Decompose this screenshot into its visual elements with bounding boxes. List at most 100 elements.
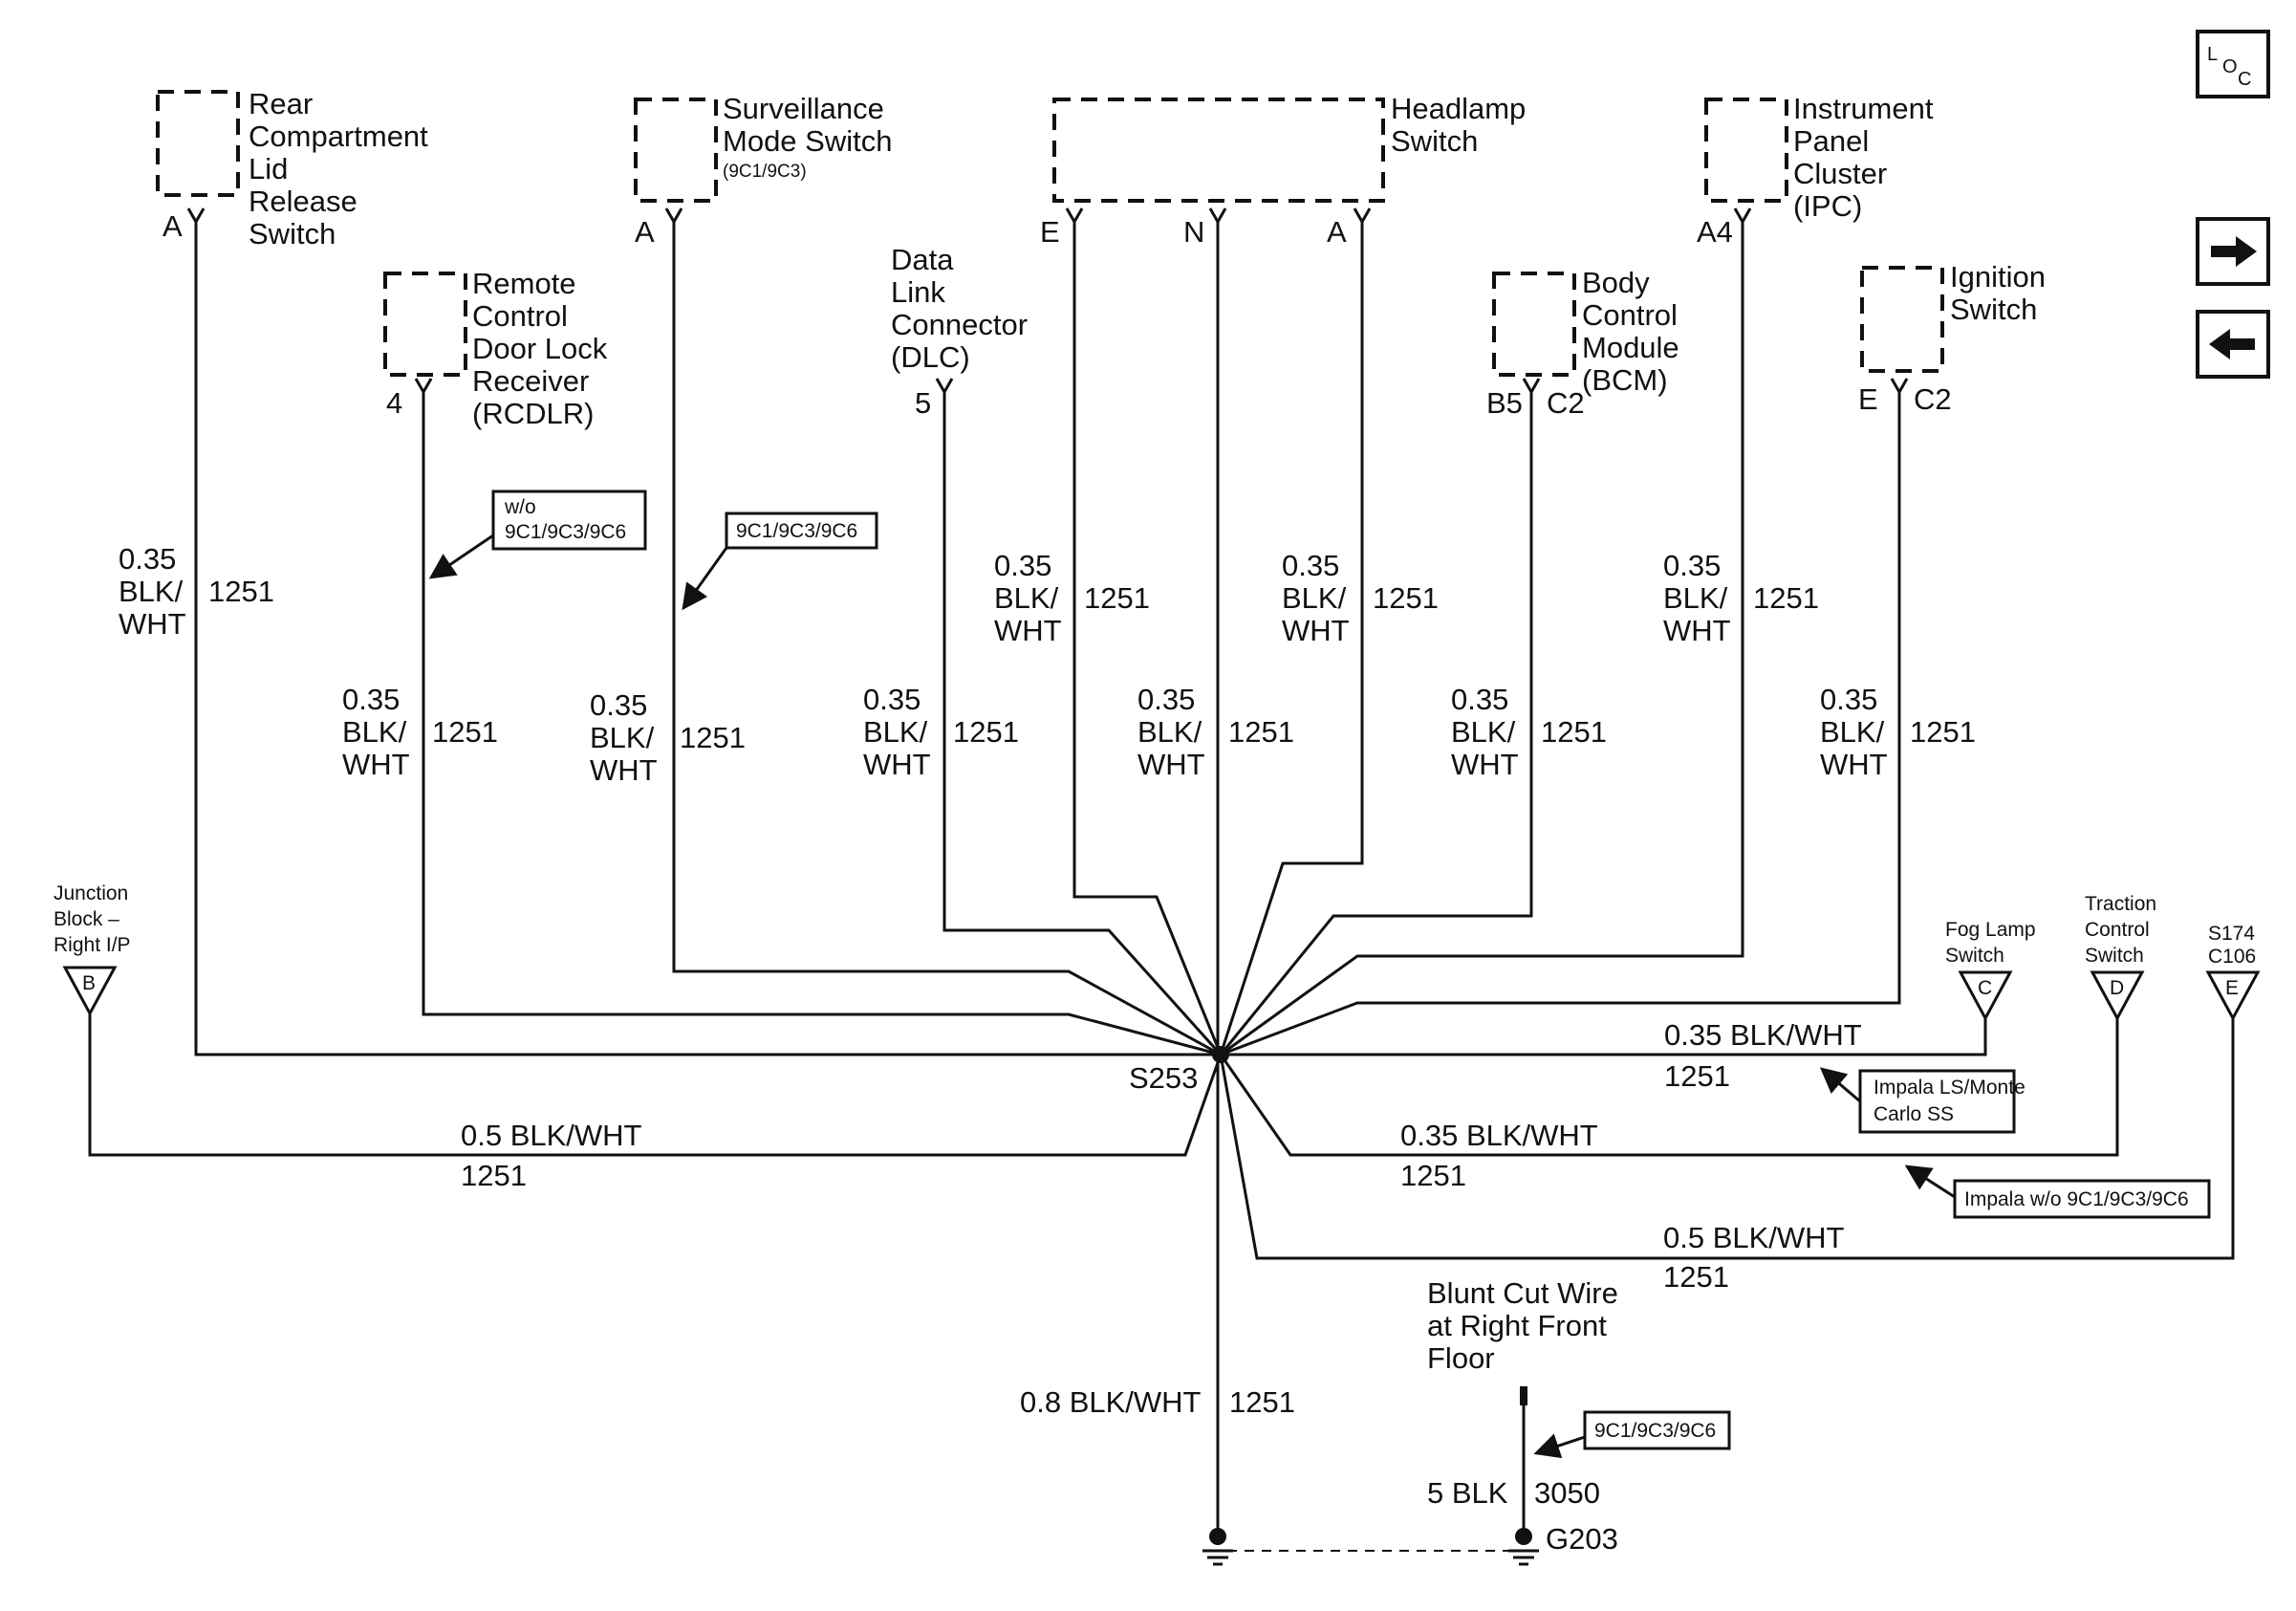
wire-headlamp-a <box>1219 222 1364 1056</box>
wires <box>88 222 2235 1552</box>
ipc-label-4: (IPC) <box>1793 189 1862 223</box>
wire-fog-lamp <box>1221 1018 1987 1056</box>
surveillance-mode-switch[interactable]: Surveillance Mode Switch (9C1/9C3) <box>634 92 893 203</box>
ipc-label-3: Cluster <box>1793 157 1887 190</box>
instrument-panel-cluster[interactable]: Instrument Panel Cluster (IPC) <box>1704 92 1941 223</box>
splice-s253-dot <box>1212 1046 1229 1063</box>
svg-text:1251: 1251 <box>953 715 1019 749</box>
rear-compartment-switch[interactable]: Rear Compartment Lid Release Switch <box>156 87 436 250</box>
data-link-connector[interactable]: Data Link Connector (DLC) <box>891 243 1036 374</box>
ign-label-2: Switch <box>1950 293 2037 326</box>
rear-label-4: Release <box>249 185 357 218</box>
wire-label-s174-gauge: 0.5 BLK/WHT <box>1663 1221 1845 1254</box>
wire-dlc <box>942 392 1223 1056</box>
wire-ipc <box>1220 222 1744 1056</box>
fog-lamp-switch-connector[interactable]: Fog Lamp Switch C <box>1945 919 2041 1022</box>
rcdlr-label-5: (RCDLR) <box>472 397 594 430</box>
svg-text:Remote Control Doo: Remote Control Door Lock Receiver (RCDLR… <box>472 267 616 430</box>
ground-label: G203 <box>1546 1522 1618 1556</box>
wire-surveillance <box>672 222 1222 1056</box>
wire-traction <box>1219 1018 2119 1157</box>
pin-headlamp-a: A <box>1327 215 1347 249</box>
pin-rcdlr-4: 4 <box>386 386 402 420</box>
remote-control-door-lock-receiver[interactable]: Remote Control Door Lock Receiver (RCDLR… <box>383 267 616 430</box>
wire-label-traction-gauge: 0.35 BLK/WHT <box>1400 1119 1598 1152</box>
rear-label-1: Rear <box>249 87 313 120</box>
svg-text:9C1/9C3/9C6: 9C1/9C3/9C6 <box>736 520 857 542</box>
wire-ignition <box>1220 392 1901 1056</box>
dlc-label-1: Data <box>891 243 954 276</box>
svg-text:Ignition Switch: Ignition Switch <box>1950 260 2054 326</box>
svg-text:1251: 1251 <box>1541 715 1607 749</box>
bcm-label-2: Control <box>1582 298 1678 332</box>
pin-surv-a: A <box>635 215 655 249</box>
wire-label-ground-circuit: 1251 <box>1229 1385 1295 1419</box>
arrow-right-icon[interactable] <box>2196 217 2270 286</box>
ignition-switch[interactable]: Ignition Switch <box>1860 260 2054 373</box>
arrow-left-icon[interactable] <box>2196 310 2270 379</box>
traction-control-switch-connector[interactable]: Traction Control Switch D <box>2085 893 2162 1022</box>
loc-icon[interactable]: L O C <box>2196 30 2270 98</box>
bcm-label-3: Module <box>1582 331 1679 364</box>
pin-bcm-b5: B5 <box>1486 386 1523 420</box>
ipc-label-2: Panel <box>1793 124 1869 158</box>
svg-text:Junction Block – R: Junction Block – Right I/P <box>54 882 134 956</box>
wire-label-ground-gauge: 0.8 BLK/WHT <box>1020 1385 1202 1419</box>
junction-block-connector[interactable]: Junction Block – Right I/P B <box>54 882 134 1017</box>
option-box-traction: Impala w/o 9C1/9C3/9C6 <box>1904 1165 2211 1219</box>
svg-text:w/o 9C1/9C3/9C6: w/o 9C1/9C3/9C6 <box>504 496 626 543</box>
ipc-label-1: Instrument <box>1793 92 1934 125</box>
svg-text:L: L <box>2207 44 2218 65</box>
body-control-module[interactable]: Body Control Module (BCM) <box>1492 266 1687 397</box>
svg-text:1251: 1251 <box>1084 581 1150 615</box>
wire-rcdlr <box>422 392 1222 1056</box>
dlc-label-4: (DLC) <box>891 340 970 374</box>
fog-pin: C <box>1978 977 1992 999</box>
s174-connector[interactable]: S174 C106 E <box>2205 923 2261 1022</box>
svg-text:Headlamp Switch: Headlamp Switch <box>1391 92 1534 158</box>
pin-ign-c2: C2 <box>1914 382 1952 416</box>
wire-label-s174-circuit: 1251 <box>1663 1260 1729 1294</box>
wire-junction-block <box>88 1013 1223 1157</box>
headlamp-switch[interactable]: Headlamp Switch <box>1052 92 1534 203</box>
wire-s174 <box>1219 1018 2235 1260</box>
rcdlr-label-1: Remote <box>472 267 576 300</box>
svg-text:Instrument Panel C: Instrument Panel Cluster (IPC) <box>1793 92 1941 223</box>
svg-text:9C1/9C3/9C6: 9C1/9C3/9C6 <box>1594 1420 1716 1442</box>
blunt-cut-label: Blunt Cut Wire at Right Front Floor <box>1427 1276 1626 1375</box>
s174-pin: E <box>2225 977 2239 999</box>
pin-headlamp-n: N <box>1183 215 1204 249</box>
pin-rear-a: A <box>162 209 183 243</box>
ground-symbol-right <box>1508 1528 1539 1566</box>
svg-text:Fog Lamp Switch: Fog Lamp Switch <box>1945 919 2041 967</box>
wire-label-fog-gauge: 0.35 BLK/WHT <box>1664 1018 1862 1052</box>
wire-label-junction-circuit: 1251 <box>461 1159 527 1192</box>
surv-label-2: Mode Switch <box>723 124 892 158</box>
rcdlr-label-2: Control <box>472 299 568 333</box>
svg-text:1251: 1251 <box>1753 581 1819 615</box>
pin-ipc-a4: A4 <box>1697 215 1733 249</box>
wire-label-fog-circuit: 1251 <box>1664 1059 1730 1093</box>
junction-pin: B <box>82 972 96 994</box>
headlamp-label-2: Switch <box>1391 124 1478 158</box>
svg-text:1251: 1251 <box>1910 715 1976 749</box>
svg-text:Traction Control S: Traction Control Switch <box>2085 893 2162 967</box>
pin-bcm-c2: C2 <box>1547 386 1585 420</box>
rear-label-3: Lid <box>249 152 288 185</box>
wire-headlamp-e <box>1072 222 1223 1056</box>
bcm-label-1: Body <box>1582 266 1650 299</box>
